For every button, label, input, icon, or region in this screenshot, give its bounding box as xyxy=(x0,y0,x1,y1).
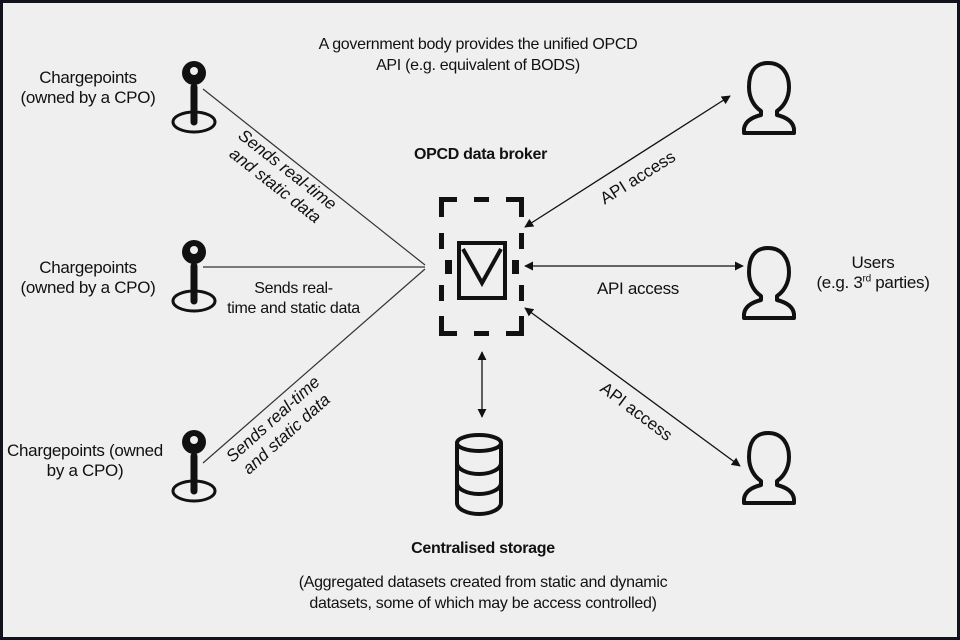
envelope-icon xyxy=(457,241,507,300)
users-subtitle: (e.g. 3rd parties) xyxy=(803,273,943,293)
storage-description-line-2: datasets, some of which may be access co… xyxy=(309,595,657,612)
chargepoint-pin-3 xyxy=(171,430,217,503)
header-title: A government body provides the unified O… xyxy=(288,34,668,76)
users-title: Users xyxy=(851,253,895,272)
database-icon xyxy=(455,433,503,517)
users-subtitle-suffix: parties) xyxy=(870,273,930,292)
diagram-canvas: A government body provides the unified O… xyxy=(3,3,957,637)
users-subtitle-sup: rd xyxy=(862,273,872,285)
users-label: Users (e.g. 3rd parties) xyxy=(803,253,943,293)
api-arrow-3 xyxy=(524,307,741,467)
chargepoint-label-2-line-1: Chargepoints xyxy=(39,258,137,277)
api-arrow-1 xyxy=(524,95,731,228)
chargepoint-pin-2 xyxy=(171,240,217,313)
chargepoint-label-3-line-2: by a CPO) xyxy=(46,461,124,480)
header-line-2: API (e.g. equivalent of BODS) xyxy=(376,57,580,74)
user-icon-1 xyxy=(742,61,796,135)
chargepoint-label-1: Chargepoints (owned by a CPO) xyxy=(13,68,163,108)
connector-chargepoint-3 xyxy=(202,268,426,464)
connector-chargepoint-1 xyxy=(202,88,426,266)
sends-label-2-line-1: Sends real- xyxy=(254,280,333,297)
chargepoint-pin-1 xyxy=(171,61,217,134)
sends-label-2: Sends real- time and static data xyxy=(221,279,366,319)
diagram-graphics xyxy=(171,61,796,517)
storage-title: Centralised storage xyxy=(411,540,555,557)
storage-description-line-1: (Aggregated datasets created from static… xyxy=(298,574,668,591)
chargepoint-label-1-line-2: (owned by a CPO) xyxy=(20,88,156,107)
broker-icon xyxy=(439,197,524,336)
broker-title: OPCD data broker xyxy=(413,146,547,163)
chargepoint-label-2: Chargepoints (owned by a CPO) xyxy=(13,258,163,298)
user-icon-3 xyxy=(742,431,796,505)
chargepoint-label-2-line-2: (owned by a CPO) xyxy=(20,278,156,297)
chargepoint-label-3-line-1: Chargepoints (owned xyxy=(7,441,163,460)
user-icon-2 xyxy=(742,246,796,320)
chargepoint-label-3: Chargepoints (owned by a CPO) xyxy=(3,441,167,481)
api-access-label-2: API access xyxy=(596,279,680,298)
header-line-1: A government body provides the unified O… xyxy=(318,36,638,53)
chargepoint-label-1-line-1: Chargepoints xyxy=(39,68,137,87)
storage-description: (Aggregated datasets created from static… xyxy=(273,572,693,614)
sends-label-2-line-2: time and static data xyxy=(227,300,360,317)
users-subtitle-prefix: (e.g. 3 xyxy=(816,273,863,292)
